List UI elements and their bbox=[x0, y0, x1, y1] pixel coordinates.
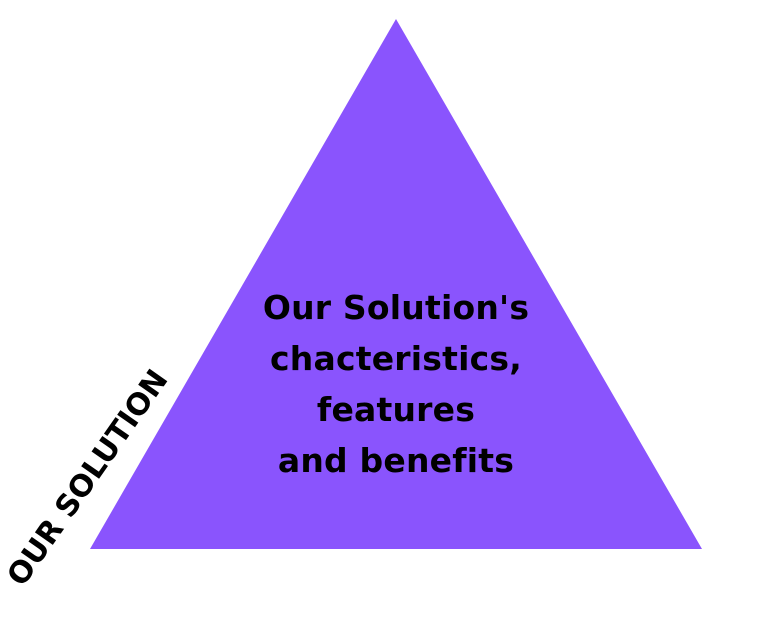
triangle-center-text: Our Solution's chacteristics, features a… bbox=[246, 282, 546, 486]
center-text-line-3: features bbox=[316, 390, 476, 429]
center-text-line-1: Our Solution's bbox=[262, 288, 530, 327]
center-text-line-2: chacteristics, bbox=[270, 339, 522, 378]
center-text-line-4: and benefits bbox=[277, 441, 515, 480]
triangle-shape bbox=[90, 19, 702, 549]
